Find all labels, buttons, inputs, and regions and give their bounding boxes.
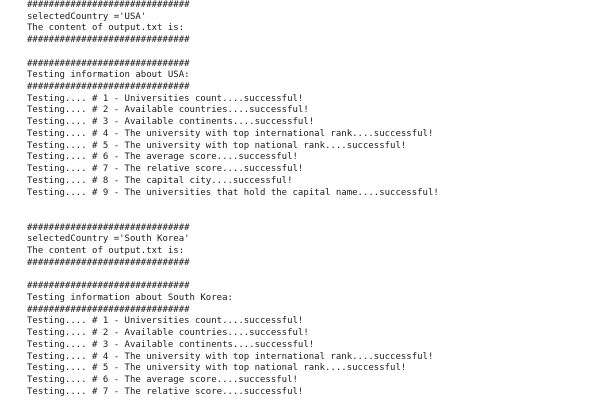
output-line: Testing.... # 4 - The university with to… [27,128,434,139]
output-line: selectedCountry ='South Korea' [27,234,190,245]
output-line [27,199,602,211]
output-line: ############################## [27,304,190,315]
output-line: selectedCountry ='USA' [27,11,147,22]
output-line: Testing.... # 3 - Available continents..… [27,339,315,350]
output-line: Testing.... # 8 - The capital city....su… [27,175,293,186]
output-line: The content of output.txt is: [27,246,185,257]
output-line: ############################## [27,58,190,69]
output-line: ############################## [27,257,190,268]
output-line [27,47,602,59]
output-line: Testing.... # 3 - Available continents..… [27,117,315,128]
output-line: ############################## [27,222,190,233]
output-line: The content of output.txt is: [27,23,185,34]
output-line [27,211,602,223]
output-line: Testing.... # 2 - Available countries...… [27,328,309,339]
output-line: Testing.... # 7 - The relative score....… [27,386,304,397]
output-line: Testing.... # 1 - Universities count....… [27,93,304,104]
output-line: ############################## [27,82,190,93]
output-line: Testing.... # 7 - The relative score....… [27,164,304,175]
output-line: Testing.... # 5 - The university with to… [27,363,407,374]
output-line: Testing.... # 2 - Available countries...… [27,105,309,116]
output-line: ############################## [27,281,190,292]
output-line: Testing.... # 6 - The average score....s… [27,152,298,163]
output-line: Testing.... # 4 - The university with to… [27,351,434,362]
output-line: Testing.... # 6 - The average score....s… [27,375,298,385]
output-line: Testing.... # 9 - The universities that … [27,187,439,198]
output-line: Testing.... # 1 - Universities count....… [27,316,304,327]
output-line: ############################## [27,0,190,10]
output-line: ############################## [27,35,190,46]
output-line: Testing information about USA: [27,70,190,81]
output-line: Testing information about South Korea: [27,292,233,303]
output-line: Testing.... # 5 - The university with to… [27,140,407,151]
output-line [27,270,602,282]
